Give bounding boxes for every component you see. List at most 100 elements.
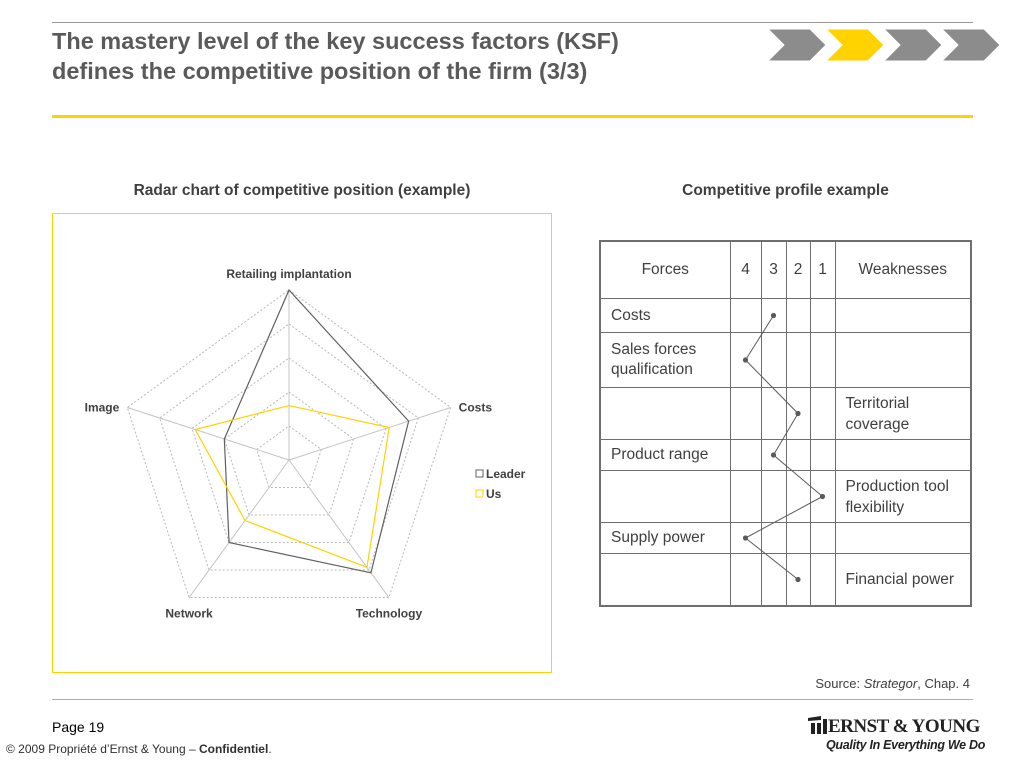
progress-step-2 [824, 28, 885, 62]
score-cell [785, 387, 811, 440]
copyright-notice: © 2009 Propriété d’Ernst & Young – Confi… [6, 742, 272, 756]
legend-swatch-leader [475, 469, 484, 478]
score-cell [809, 332, 836, 388]
score-cell [729, 522, 762, 554]
radar-series-us [194, 404, 390, 569]
score-cell [760, 298, 787, 333]
score-cell [729, 553, 762, 606]
table-row: Sales forces qualification [599, 332, 972, 388]
progress-step-3 [882, 28, 943, 62]
company-logo: ERNST & YOUNG Quality In Everything We D… [806, 716, 985, 756]
force-cell: Costs [599, 298, 731, 333]
top-divider [52, 22, 973, 23]
score-cell [760, 553, 787, 606]
score-cell [809, 470, 836, 523]
score-cell [760, 387, 787, 440]
radar-spoke-5 [127, 406, 290, 461]
table-row: Product range [599, 439, 972, 471]
page-title: The mastery level of the key success fac… [52, 26, 772, 86]
radar-chart-heading: Radar chart of competitive position (exa… [133, 182, 471, 199]
title-line-2: defines the competitive position of the … [52, 58, 588, 84]
progress-step-4 [940, 28, 1000, 62]
score-cell [729, 387, 762, 440]
logo-wordmark: ERNST & YOUNG [828, 716, 980, 737]
source-title: Strategor [863, 676, 918, 691]
score-cell [729, 439, 762, 471]
radar-axis-label-5: Image [85, 400, 120, 414]
weakness-cell: Production tool flexibility [834, 470, 972, 523]
radar-axis-label-3: Technology [356, 607, 423, 621]
score-cell [729, 332, 762, 388]
score-cell [729, 298, 762, 333]
progress-arrows [768, 28, 1000, 62]
logo-bars-icon [808, 716, 827, 734]
score-cell [785, 470, 811, 523]
weakness-cell [834, 439, 972, 471]
title-line-1: The mastery level of the key success fac… [52, 28, 619, 54]
footer-divider [52, 699, 973, 700]
legend-label-us: Us [486, 487, 502, 501]
score-cell [809, 522, 836, 554]
weakness-cell: Financial power [834, 553, 972, 606]
force-cell: Product range [599, 439, 731, 471]
score-cell [809, 553, 836, 606]
header-score-2: 2 [785, 240, 811, 299]
radar-spoke-2 [288, 406, 451, 461]
weakness-cell [834, 298, 972, 333]
header-score-3: 3 [760, 240, 787, 299]
source-note: Source: Strategor, Chap. 4 [815, 676, 970, 691]
radar-axis-label-2: Costs [459, 400, 493, 414]
header-weaknesses: Weaknesses [834, 240, 972, 299]
table-row: Supply power [599, 522, 972, 554]
progress-step-1 [768, 28, 827, 62]
header-score-4: 4 [729, 240, 762, 299]
radar-spoke-3 [288, 459, 390, 598]
legend-label-leader: Leader [486, 467, 526, 481]
score-cell [760, 522, 787, 554]
radar-ring-4 [159, 323, 419, 571]
header-forces: Forces [599, 240, 731, 299]
force-cell [599, 553, 731, 606]
force-cell [599, 470, 731, 523]
table-row: Financial power [599, 553, 972, 606]
table-row: Territorial coverage [599, 387, 972, 440]
weakness-cell [834, 332, 972, 388]
weakness-cell [834, 522, 972, 554]
weakness-cell: Territorial coverage [834, 387, 972, 440]
profile-table-heading: Competitive profile example [682, 182, 889, 199]
force-cell: Supply power [599, 522, 731, 554]
force-cell: Sales forces qualification [599, 332, 731, 388]
page-number: Page 19 [52, 719, 105, 735]
score-cell [785, 553, 811, 606]
title-divider [52, 115, 973, 118]
table-header-row: Forces 4 3 2 1 Weaknesses [599, 240, 972, 299]
header-score-1: 1 [809, 240, 836, 299]
logo-tagline: Quality In Everything We Do [826, 738, 986, 752]
score-cell [785, 332, 811, 388]
radar-axis-label-1: Retailing implantation [226, 267, 351, 281]
score-cell [785, 439, 811, 471]
score-cell [760, 470, 787, 523]
score-cell [729, 470, 762, 523]
score-cell [785, 522, 811, 554]
table-row: Costs [599, 298, 972, 333]
radar-ring-2 [223, 391, 355, 516]
radar-series-leader [223, 288, 410, 574]
copyright-end: . [268, 742, 272, 756]
radar-ring-1 [256, 425, 322, 489]
score-cell [809, 298, 836, 333]
score-cell [809, 387, 836, 440]
source-suffix: , Chap. 4 [917, 676, 970, 691]
copyright-confidential: Confidentiel [198, 742, 269, 756]
score-cell [785, 298, 811, 333]
radar-spoke-4 [188, 459, 290, 598]
source-prefix: Source: [815, 676, 864, 691]
score-cell [809, 439, 836, 471]
radar-ring-5 [126, 289, 452, 599]
radar-axis-label-4: Network [165, 607, 213, 621]
force-cell [599, 387, 731, 440]
table-row: Production tool flexibility [599, 470, 972, 523]
